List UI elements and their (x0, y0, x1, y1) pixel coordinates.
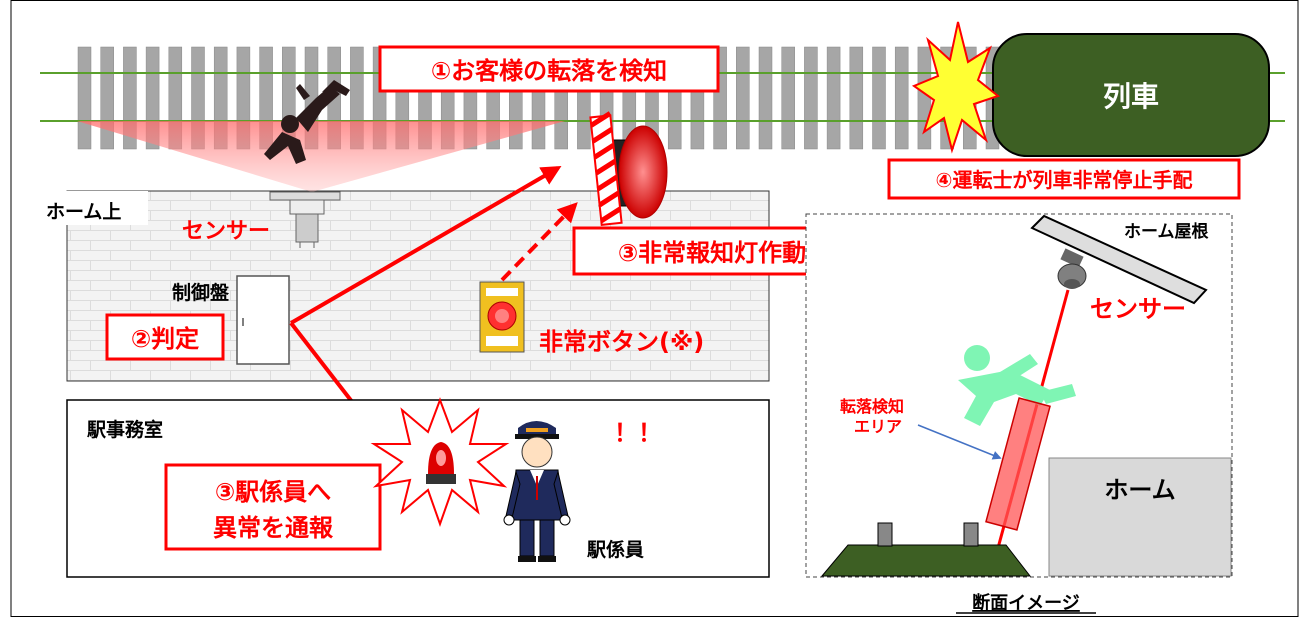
emergency-button-label: 非常ボタン(※) (539, 328, 704, 356)
sleeper (894, 46, 909, 150)
platform-roof (1030, 214, 1208, 305)
exclaim-label: ！！ (614, 419, 662, 447)
step4-callout (887, 158, 1241, 200)
step4-label: ④運転士が列車非常停止手配 (936, 168, 1193, 192)
step3-staff-callout (164, 463, 382, 551)
sleeper (736, 46, 750, 150)
section-title: 断面イメージ (972, 592, 1080, 614)
sleeper (826, 46, 841, 150)
collision-burst-icon (911, 21, 1001, 154)
step2-label: ②判定 (131, 325, 199, 353)
arrow-panel-to-lamp (289, 165, 562, 325)
sleeper (781, 46, 795, 150)
falling-person-section-icon (958, 345, 1076, 426)
platform-section-label: ホーム (1104, 476, 1175, 504)
emergency-lamp-icon (589, 111, 668, 226)
platform-top-label-bg (40, 191, 148, 225)
train-label: 列車 (1103, 80, 1159, 113)
arrow-button-to-lamp (500, 202, 578, 282)
step3-staff-label-line2: 異常を通報 (213, 514, 334, 542)
falling-person-icon (264, 80, 350, 164)
control-panel-icon (236, 275, 290, 365)
sleeper (100, 46, 114, 150)
sleeper (804, 46, 818, 150)
control-panel-label: 制御盤 (172, 281, 230, 304)
detection-area (985, 397, 1051, 531)
platform-section-block (1048, 457, 1232, 577)
detection-area-pointer (917, 424, 1002, 460)
track-bed-section (820, 522, 1032, 577)
detection-area-label-line1: 転落検知 (840, 397, 904, 416)
staff-label: 駅係員 (586, 538, 644, 561)
section-sensor-label: センサー (1090, 295, 1186, 323)
station-staff-icon (503, 421, 571, 562)
step3-staff-label-line1: ③駅係員へ (215, 478, 331, 506)
sleeper (758, 46, 773, 150)
step3-lamp-label: ③非常報知灯作動 (618, 239, 806, 267)
detection-area-label-line2: エリア (854, 417, 902, 436)
platform-top-label: ホーム上 (46, 201, 121, 223)
sleeper (849, 46, 864, 150)
roof-label: ホーム屋根 (1124, 221, 1209, 242)
overhead-sensor-icon (269, 191, 341, 248)
station-office-label: 駅事務室 (86, 418, 163, 441)
sleeper (917, 46, 932, 150)
step1-label: ①お客様の転落を検知 (431, 57, 667, 85)
section-sensor-icon (1057, 248, 1087, 289)
warning-light-icon (370, 397, 510, 528)
step1-callout (378, 45, 720, 93)
sleeper (872, 46, 886, 150)
sensor-beam (77, 121, 565, 192)
train: 列車 (992, 33, 1270, 157)
step2-callout (105, 313, 225, 361)
sensor-label: センサー (182, 219, 270, 244)
emergency-button-icon (479, 281, 525, 353)
sleeper (77, 46, 92, 150)
